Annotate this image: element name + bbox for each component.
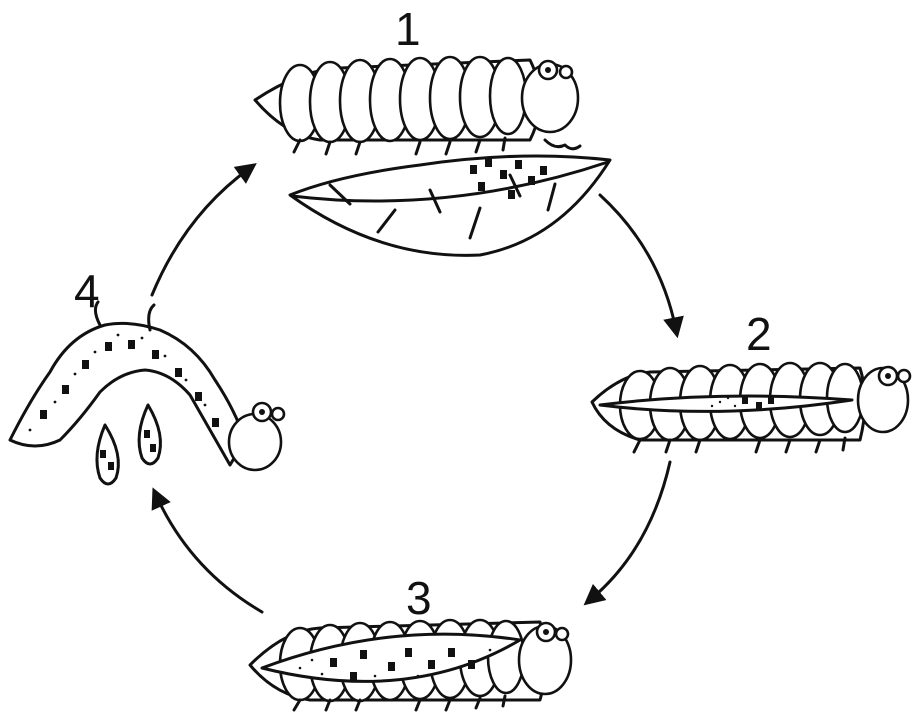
stage-2-larva (592, 363, 910, 452)
stage-2-label: 2 (746, 308, 772, 360)
arrow-1-to-2 (600, 195, 676, 330)
arrow-3-to-4 (156, 495, 262, 612)
stage-3-larva (250, 620, 571, 710)
arrow-4-to-1 (152, 168, 250, 295)
stage-3-label: 3 (406, 572, 432, 624)
stage-1-larva-on-leaf (255, 57, 610, 255)
arrow-2-to-3 (590, 462, 670, 600)
stage-1-label: 1 (395, 3, 421, 55)
stage-4-larva-with-frass (10, 302, 284, 484)
